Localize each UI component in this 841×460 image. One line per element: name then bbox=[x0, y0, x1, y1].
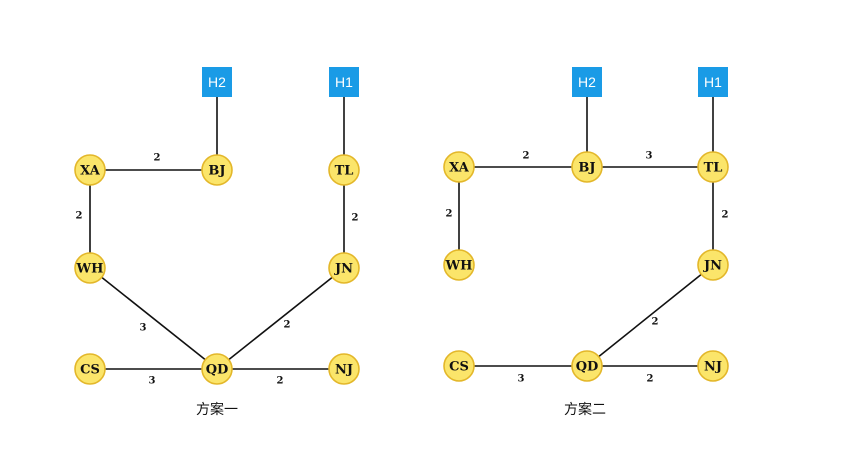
node-label: XA bbox=[449, 161, 470, 176]
node-label: WH bbox=[445, 259, 473, 274]
node-nj: NJ bbox=[697, 350, 729, 382]
node-label: WH bbox=[76, 262, 104, 277]
host-label: H1 bbox=[335, 74, 353, 90]
host-label: H2 bbox=[578, 74, 596, 90]
node-cs: CS bbox=[74, 353, 106, 385]
node-xa: XA bbox=[443, 151, 475, 183]
diagram-caption: 方案一 bbox=[196, 401, 238, 418]
node-qd: QD bbox=[571, 350, 603, 382]
edge-weight-wh-qd: 3 bbox=[140, 323, 147, 334]
node-tl: TL bbox=[697, 151, 729, 183]
host-box bbox=[698, 67, 728, 97]
host-h2: H2 bbox=[202, 67, 232, 97]
node-circle bbox=[697, 151, 729, 183]
host-label: H2 bbox=[208, 74, 226, 90]
node-label: JN bbox=[334, 262, 353, 277]
node-circle bbox=[201, 154, 233, 186]
node-label: NJ bbox=[704, 360, 722, 375]
node-wh: WH bbox=[74, 252, 106, 284]
edge-weight-xa-bj: 2 bbox=[154, 153, 161, 164]
node-circle bbox=[74, 252, 106, 284]
node-circle bbox=[443, 350, 475, 382]
node-circle bbox=[328, 154, 360, 186]
node-wh: WH bbox=[443, 249, 475, 281]
diagram-caption: 方案二 bbox=[564, 401, 606, 418]
node-label: CS bbox=[449, 360, 469, 375]
edge-weight-jn-qd: 2 bbox=[652, 317, 659, 328]
node-tl: TL bbox=[328, 154, 360, 186]
host-box bbox=[329, 67, 359, 97]
edge-weight-cs-qd: 3 bbox=[518, 374, 525, 385]
edge-weight-xa-wh: 2 bbox=[446, 209, 453, 220]
edge-weight-tl-jn: 2 bbox=[352, 213, 359, 224]
node-qd: QD bbox=[201, 353, 233, 385]
edge-weight-qd-nj: 2 bbox=[277, 376, 284, 387]
node-nj: NJ bbox=[328, 353, 360, 385]
node-label: BJ bbox=[208, 164, 225, 179]
edge-weight-bj-tl: 3 bbox=[646, 151, 653, 162]
node-circle bbox=[443, 249, 475, 281]
host-label: H1 bbox=[704, 74, 722, 90]
edge-jn-qd bbox=[586, 264, 714, 367]
node-label: XA bbox=[80, 164, 101, 179]
node-circle bbox=[571, 350, 603, 382]
node-circle bbox=[328, 353, 360, 385]
edge-jn-qd bbox=[216, 267, 345, 370]
node-circle bbox=[443, 151, 475, 183]
node-label: JN bbox=[703, 259, 722, 274]
edge-weight-xa-wh: 2 bbox=[76, 211, 83, 222]
host-h1: H1 bbox=[698, 67, 728, 97]
edge-weight-xa-bj: 2 bbox=[523, 151, 530, 162]
node-cs: CS bbox=[443, 350, 475, 382]
node-circle bbox=[201, 353, 233, 385]
node-label: TL bbox=[335, 164, 354, 179]
node-label: CS bbox=[80, 363, 100, 378]
node-circle bbox=[328, 252, 360, 284]
node-xa: XA bbox=[74, 154, 106, 186]
node-circle bbox=[571, 151, 603, 183]
edge-wh-qd bbox=[89, 267, 218, 370]
host-box bbox=[202, 67, 232, 97]
host-h1: H1 bbox=[329, 67, 359, 97]
node-label: TL bbox=[704, 161, 723, 176]
edge-weight-cs-qd: 3 bbox=[149, 376, 156, 387]
node-bj: BJ bbox=[201, 154, 233, 186]
node-label: QD bbox=[206, 363, 229, 378]
node-jn: JN bbox=[697, 249, 729, 281]
node-bj: BJ bbox=[571, 151, 603, 183]
node-label: QD bbox=[576, 360, 599, 375]
edge-weight-tl-jn: 2 bbox=[722, 210, 729, 221]
node-jn: JN bbox=[328, 252, 360, 284]
node-circle bbox=[74, 353, 106, 385]
host-h2: H2 bbox=[572, 67, 602, 97]
node-circle bbox=[697, 350, 729, 382]
node-label: BJ bbox=[578, 161, 595, 176]
node-circle bbox=[74, 154, 106, 186]
host-box bbox=[572, 67, 602, 97]
node-circle bbox=[697, 249, 729, 281]
edge-weight-qd-nj: 2 bbox=[647, 374, 654, 385]
node-label: NJ bbox=[335, 363, 353, 378]
edge-weight-jn-qd: 2 bbox=[284, 320, 291, 331]
